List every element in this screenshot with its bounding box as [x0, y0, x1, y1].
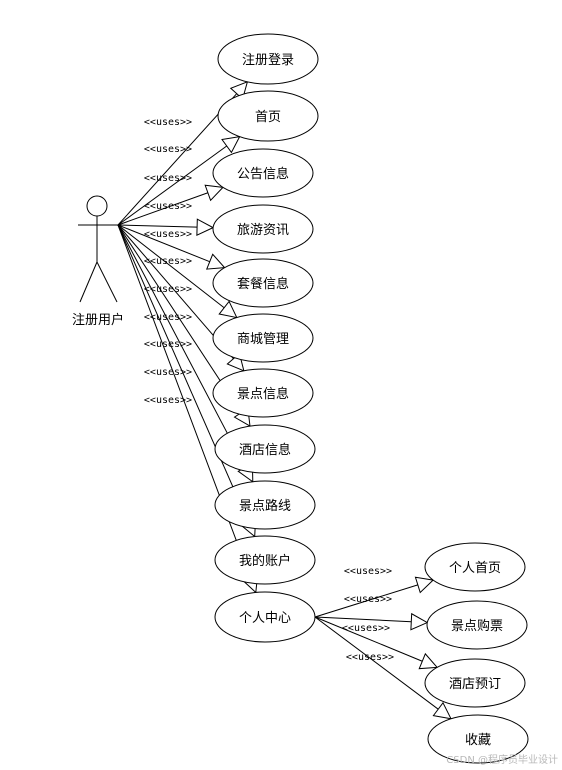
actor-head — [86, 195, 108, 217]
uc-hotel-booking-label: 酒店预订 — [449, 677, 501, 692]
uc-scenic-routes-line — [117, 224, 246, 468]
uses-label: <<uses>> — [344, 566, 392, 577]
uc-home-label: 首页 — [255, 110, 281, 125]
uc-home-arrowhead — [221, 135, 241, 154]
uc-personal-center-ellipse — [214, 591, 316, 643]
uc-mall-arrowhead — [218, 300, 238, 319]
uc-ticket-purchase: 景点购票 — [426, 600, 528, 650]
uses-label: <<uses>> — [144, 144, 192, 155]
uc-scenic-spots-ellipse — [212, 368, 314, 418]
uc-hotel-booking-ellipse — [424, 658, 526, 708]
uc-my-account-label: 我的账户 — [239, 553, 291, 569]
uc-scenic-spots-label: 景点信息 — [237, 386, 289, 402]
uc-hotels-ellipse — [214, 424, 316, 474]
uc-mall-label: 商城管理 — [237, 332, 289, 347]
uc-travel-news: 旅游资讯 — [212, 204, 314, 254]
uses-label: <<uses>> — [344, 594, 392, 605]
uc-favorites-label: 收藏 — [465, 733, 491, 748]
uc-travel-news-arrowhead — [196, 218, 215, 236]
uc-mall-ellipse — [212, 313, 314, 363]
uc-personal-home-arrowhead — [414, 576, 435, 594]
uc-my-account-ellipse — [214, 535, 316, 585]
uc-mall: 商城管理 — [212, 313, 314, 363]
uses-labels: <<uses>> <<uses>> <<uses>> <<uses>> <<uses>>… — [144, 117, 394, 663]
uses-label: <<uses>> — [342, 623, 390, 634]
uc-travel-news-ellipse — [212, 204, 314, 254]
uses-label: <<uses>> — [144, 201, 192, 212]
use-cases: 注册登录首页公告信息旅游资讯套餐信息商城管理景点信息酒店信息景点路线我的账户个人… — [212, 33, 529, 764]
uses-label: <<uses>> — [144, 395, 192, 406]
uc-hotels: 酒店信息 — [214, 424, 316, 474]
uc-scenic-spots: 景点信息 — [212, 368, 314, 418]
uc-announcements-line — [117, 192, 209, 226]
uc-favorites-arrowhead — [432, 701, 452, 720]
uc-announcements-arrowhead — [204, 184, 224, 202]
uc-personal-home: 个人首页 — [424, 542, 526, 592]
actor-right-leg — [96, 261, 118, 303]
uc-scenic-routes: 景点路线 — [214, 480, 316, 530]
uc-home-ellipse — [217, 90, 319, 142]
actor: 注册用户 — [72, 195, 124, 328]
uc-personal-home-line — [314, 584, 418, 618]
uc-my-account: 我的账户 — [214, 535, 316, 585]
uses-label: <<uses>> — [144, 284, 192, 295]
uses-label: <<uses>> — [144, 229, 192, 240]
uc-announcements: 公告信息 — [212, 148, 314, 198]
uc-packages-ellipse — [212, 258, 314, 308]
uc-ticket-purchase-label: 景点购票 — [451, 618, 503, 634]
uc-favorites-line — [314, 616, 439, 710]
uc-personal-home-label: 个人首页 — [449, 561, 501, 576]
uses-label: <<uses>> — [346, 652, 394, 663]
uc-register-login: 注册登录 — [217, 33, 319, 85]
uc-personal-home-ellipse — [424, 542, 526, 592]
uc-ticket-purchase-line — [314, 616, 412, 623]
uc-register-login-ellipse — [217, 33, 319, 85]
uc-ticket-purchase-arrowhead — [410, 612, 429, 631]
uc-register-login-label: 注册登录 — [242, 53, 294, 68]
uc-scenic-routes-label: 景点路线 — [239, 498, 291, 514]
uc-favorites: 收藏 — [427, 714, 529, 764]
uc-home: 首页 — [217, 90, 319, 142]
uses-label: <<uses>> — [144, 173, 192, 184]
uc-packages-arrowhead — [205, 253, 226, 270]
uc-packages-line — [117, 224, 210, 263]
uc-travel-news-line — [117, 224, 198, 228]
uses-label: <<uses>> — [144, 367, 192, 378]
uc-personal-center-label: 个人中心 — [239, 611, 291, 626]
uc-hotel-booking-line — [314, 616, 423, 662]
uses-label: <<uses>> — [144, 339, 192, 350]
uc-ticket-purchase-ellipse — [426, 600, 528, 650]
uc-hotel-booking: 酒店预订 — [424, 658, 526, 708]
watermark: CSDN @程序员毕业设计 — [446, 753, 558, 766]
uses-label: <<uses>> — [144, 117, 192, 128]
uc-my-account-line — [117, 224, 249, 523]
uc-packages: 套餐信息 — [212, 258, 314, 308]
actor-label: 注册用户 — [72, 312, 124, 328]
uc-mall-line — [117, 224, 225, 309]
uc-announcements-label: 公告信息 — [237, 166, 289, 182]
uc-favorites-ellipse — [427, 714, 529, 764]
uc-announcements-ellipse — [212, 148, 314, 198]
uc-home-line — [117, 145, 228, 226]
uc-scenic-routes-ellipse — [214, 480, 316, 530]
uc-hotel-booking-arrowhead — [418, 652, 439, 670]
uc-personal-center: 个人中心 — [214, 591, 316, 643]
uses-label: <<uses>> — [144, 256, 192, 267]
uc-register-login-line — [117, 93, 238, 226]
uc-packages-label: 套餐信息 — [237, 276, 289, 292]
actor-left-leg — [79, 261, 98, 303]
uses-label: <<uses>> — [144, 312, 192, 323]
uc-travel-news-label: 旅游资讯 — [237, 223, 289, 238]
uc-hotels-label: 酒店信息 — [239, 442, 291, 458]
